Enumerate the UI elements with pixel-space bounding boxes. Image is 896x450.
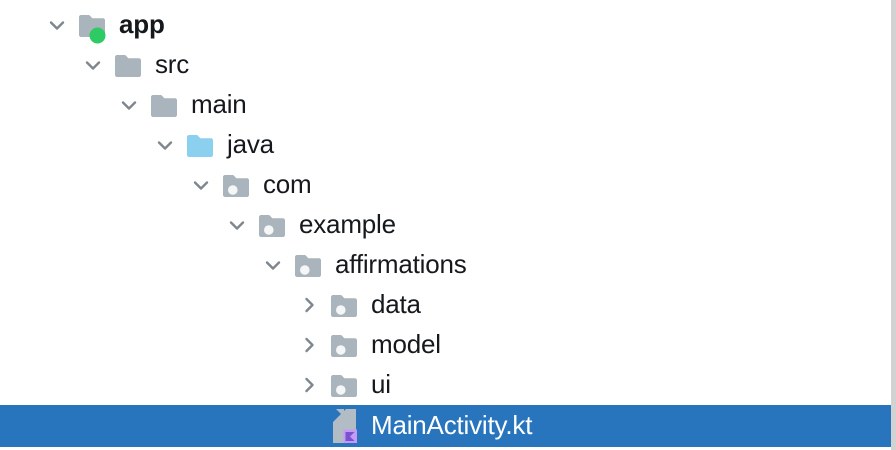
tree-item-affirmations[interactable]: affirmations [0, 245, 896, 285]
tree-item-label: app [119, 9, 165, 39]
module-folder-icon [77, 10, 107, 44]
tree-item-label: data [371, 289, 421, 319]
tree-item-label: java [227, 129, 274, 159]
tree-item-main[interactable]: main [0, 85, 896, 125]
chevron-down-icon[interactable] [261, 253, 285, 277]
module-status-dot [89, 27, 106, 44]
tree-item-label: affirmations [335, 249, 467, 279]
tree-item-label: ui [371, 369, 391, 399]
tree-item-label: src [155, 49, 190, 79]
chevron-down-icon[interactable] [153, 133, 177, 157]
chevron-down-icon[interactable] [225, 213, 249, 237]
project-tree: app src main [0, 5, 896, 447]
package-icon [329, 370, 359, 400]
tree-item-label: model [371, 329, 441, 359]
tree-item-model[interactable]: model [0, 325, 896, 365]
tree-item-src[interactable]: src [0, 45, 896, 85]
tree-item-java[interactable]: java [0, 125, 896, 165]
tree-item-ui[interactable]: ui [0, 365, 896, 405]
folder-icon [149, 90, 179, 120]
tree-item-app[interactable]: app [0, 5, 896, 45]
source-folder-icon [185, 130, 215, 160]
tree-item-label: main [191, 89, 247, 119]
tree-item-example[interactable]: example [0, 205, 896, 245]
package-icon [293, 250, 323, 280]
tree-item-label: com [263, 169, 312, 199]
package-icon [221, 170, 251, 200]
package-icon [329, 290, 359, 320]
chevron-down-icon[interactable] [45, 13, 69, 37]
chevron-right-icon[interactable] [297, 333, 321, 357]
tree-item-mainactivity-kt[interactable]: MainActivity.kt [0, 405, 896, 447]
chevron-down-icon[interactable] [117, 93, 141, 117]
tree-item-label: example [299, 209, 396, 239]
chevron-spacer [297, 414, 321, 438]
package-icon [257, 210, 287, 240]
chevron-down-icon[interactable] [189, 173, 213, 197]
tree-item-label: MainActivity.kt [371, 410, 533, 440]
chevron-right-icon[interactable] [297, 373, 321, 397]
panel-right-edge [891, 0, 896, 450]
chevron-right-icon[interactable] [297, 293, 321, 317]
folder-icon [113, 50, 143, 80]
chevron-down-icon[interactable] [81, 53, 105, 77]
tree-item-data[interactable]: data [0, 285, 896, 325]
kotlin-file-icon [329, 407, 359, 445]
package-icon [329, 330, 359, 360]
tree-item-com[interactable]: com [0, 165, 896, 205]
